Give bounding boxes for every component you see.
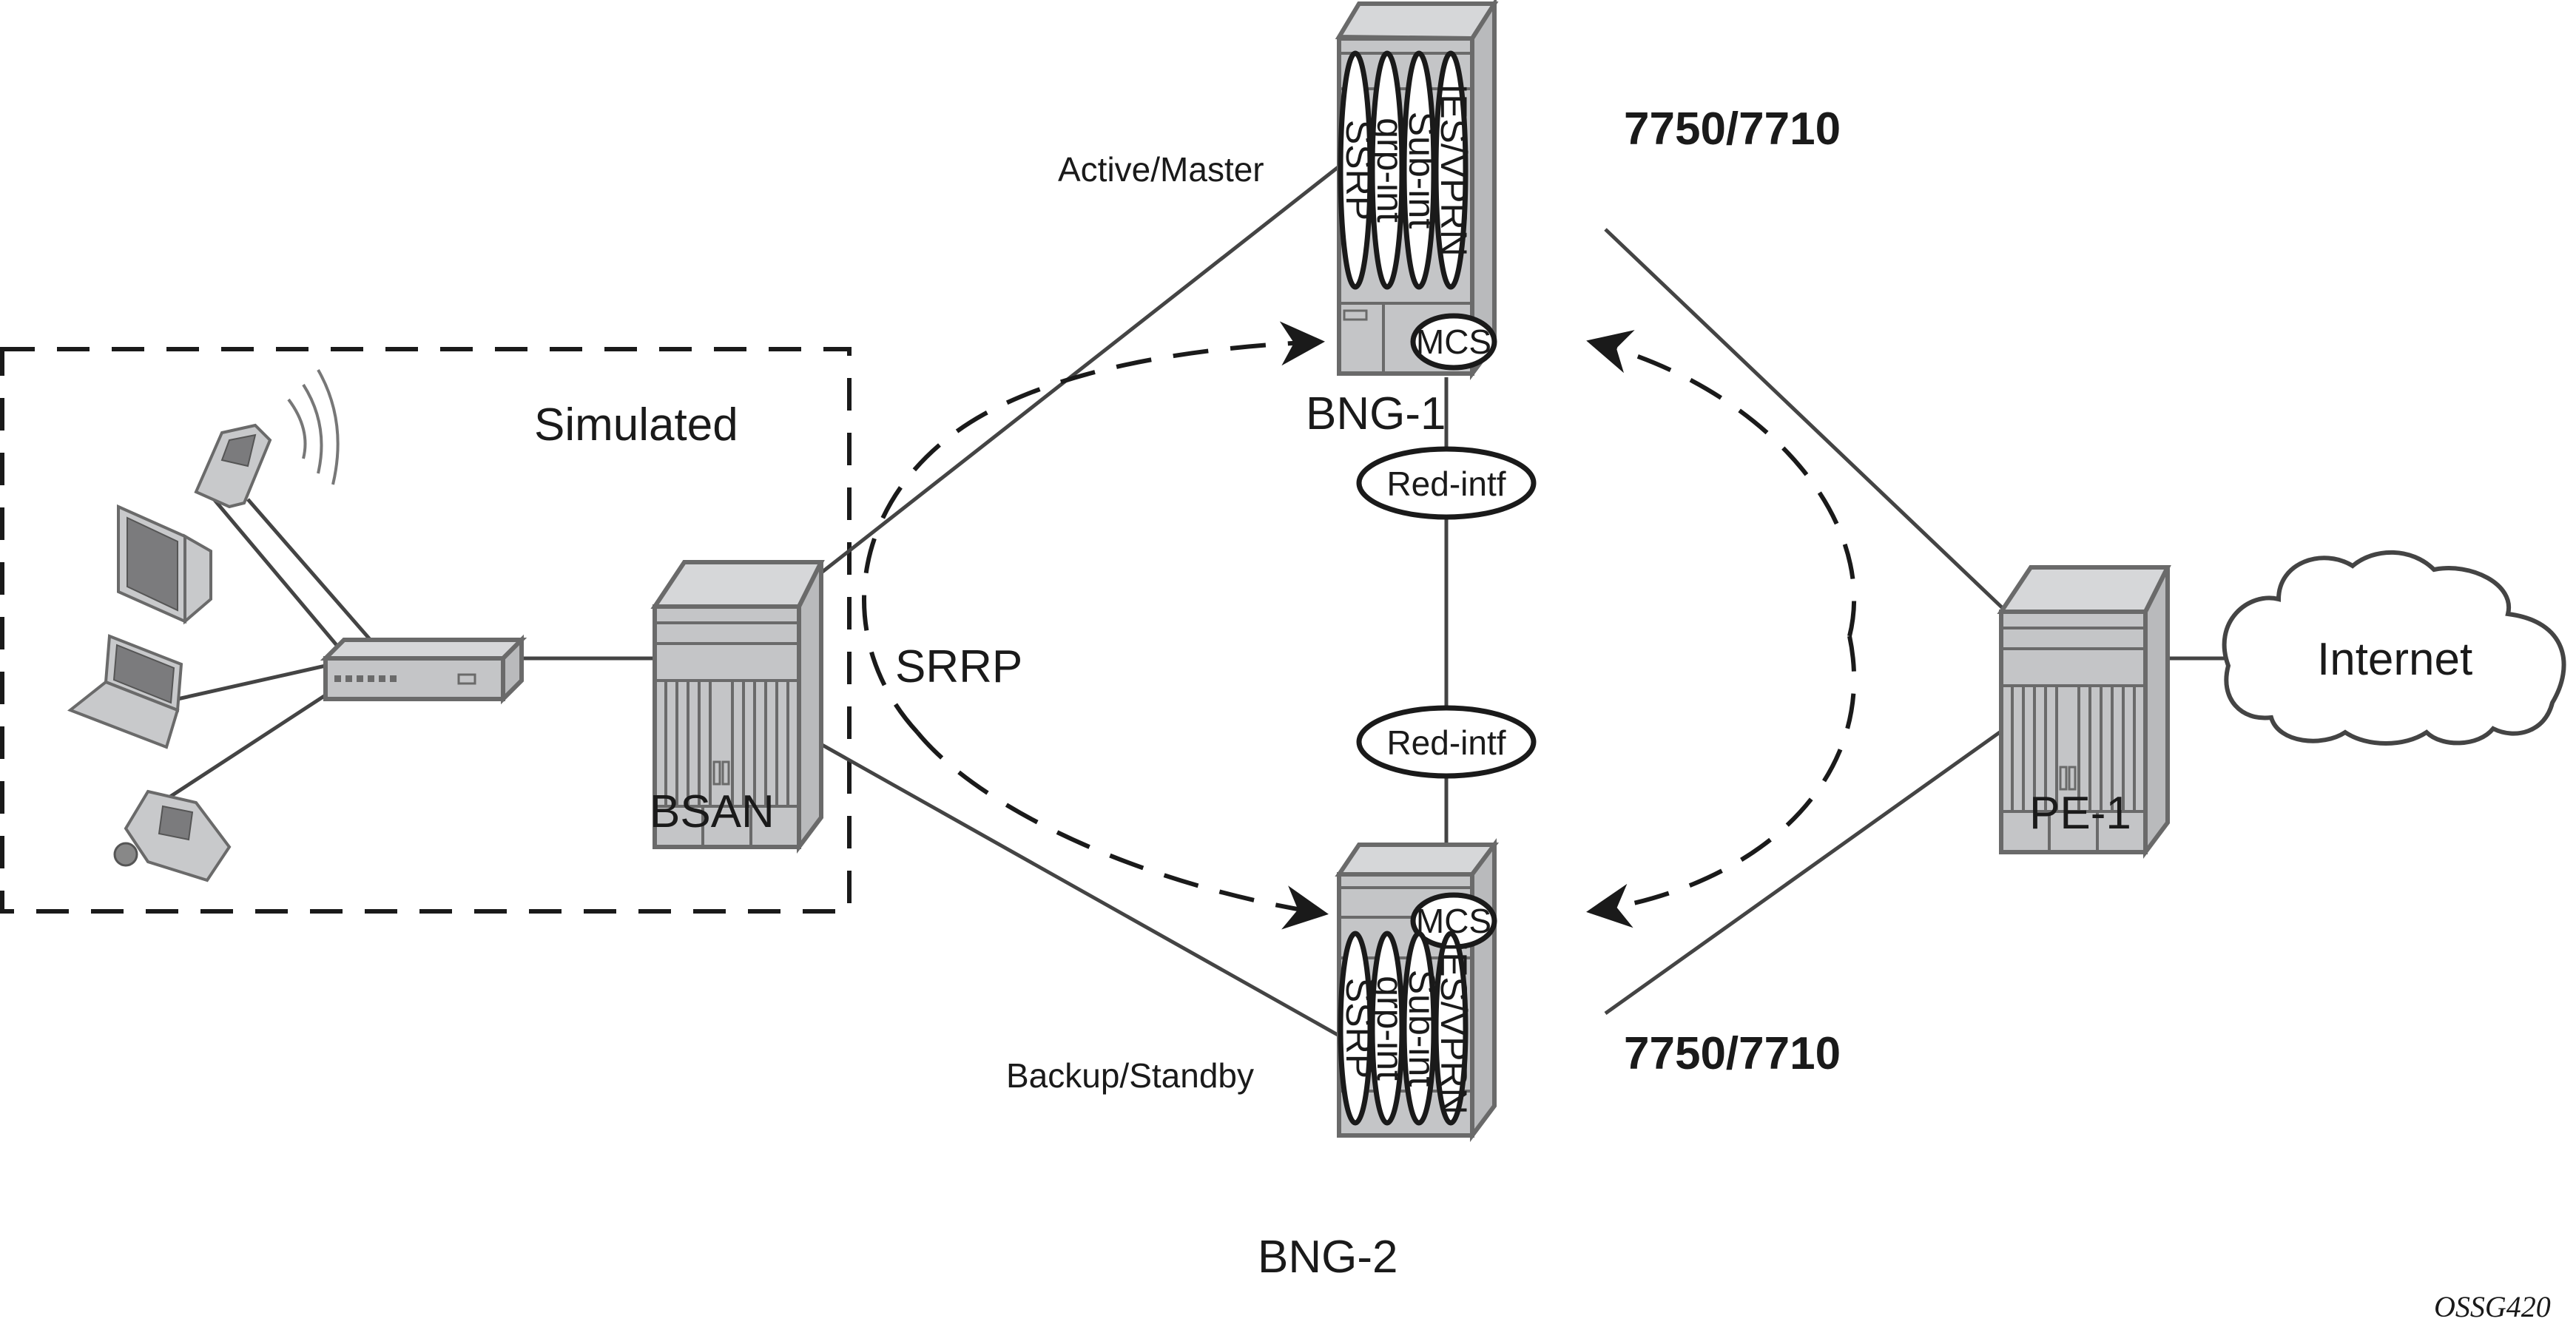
srrp-path-to-bng1 — [862, 321, 1325, 735]
internet-label: Internet — [2317, 634, 2472, 685]
link-monitor-switch — [209, 494, 349, 660]
bng2-label: BNG-2 — [1258, 1232, 1397, 1283]
bng1-mcs-bubble: MCS — [1410, 313, 1497, 371]
red-intf-bng1: Red-intf — [1356, 446, 1537, 520]
simulated-region-box — [0, 347, 852, 914]
mcs-sync-path-bng1 — [1586, 330, 1857, 637]
bng2-role-label: Backup/Standby — [1006, 1056, 1254, 1095]
svg-text:Red-intf: Red-intf — [1386, 465, 1506, 503]
link-laptop-switch — [177, 664, 326, 701]
bng2-model-label: 7750/7710 — [1624, 1028, 1841, 1079]
access-switch-icon — [320, 634, 527, 705]
red-intf-bng2: Red-intf — [1356, 705, 1537, 779]
link-bng2-pe1 — [1604, 726, 2006, 1016]
internet-cloud-icon — [2222, 550, 2566, 746]
desktop-monitor-icon — [117, 504, 212, 625]
figure-id: OSSG420 — [2434, 1290, 2551, 1323]
svg-text:IES/VPRN: IES/VPRN — [1433, 942, 1474, 1114]
link-phone-switch — [246, 498, 375, 645]
srrp-path-to-bng2 — [915, 731, 1329, 930]
svg-text:Red-intf: Red-intf — [1386, 723, 1506, 762]
svg-text:MCS: MCS — [1416, 323, 1491, 361]
srrp-label: SRRP — [895, 641, 1022, 692]
links — [154, 165, 2228, 1038]
svg-text:IES/VPRN: IES/VPRN — [1433, 84, 1474, 256]
bng1-label: BNG-1 — [1306, 388, 1446, 439]
ip-phone-icon — [113, 789, 232, 882]
link-bsan-bng1 — [805, 165, 1341, 586]
bng1-role-label: Active/Master — [1058, 150, 1264, 189]
laptop-icon — [67, 634, 183, 749]
bsan-label: BSAN — [650, 786, 775, 837]
mcs-sync-path-bng2 — [1586, 635, 1857, 928]
link-ipphone-switch — [154, 686, 338, 809]
bng1-service-ies-vprn: IES/VPRN — [1433, 50, 1474, 290]
simulated-label: Simulated — [534, 399, 738, 450]
bng1-model-label: 7750/7710 — [1624, 104, 1841, 155]
link-bng1-pe1 — [1604, 228, 2006, 612]
mobile-phone-icon — [194, 369, 340, 509]
bng2-service-ies-vprn: IES/VPRN — [1433, 931, 1474, 1126]
pe1-label: PE-1 — [2029, 788, 2131, 839]
link-bsan-bng2 — [805, 734, 1341, 1038]
